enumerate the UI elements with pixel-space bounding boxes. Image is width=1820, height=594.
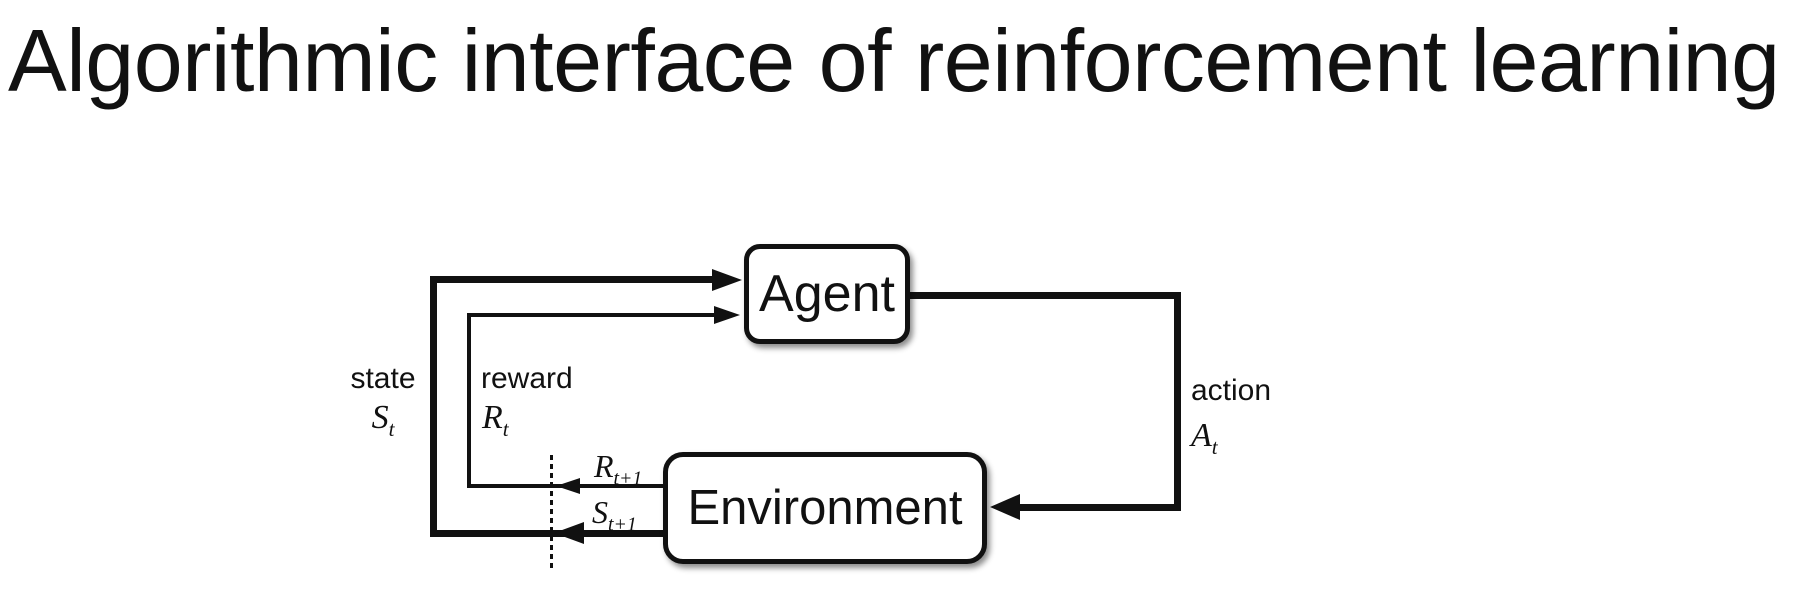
state-arrow-head xyxy=(712,269,742,291)
state-symbol-label: St xyxy=(371,399,395,441)
next-reward-arrow-head xyxy=(556,478,580,494)
reward-loop-vertical-line xyxy=(467,313,471,488)
action-top-line xyxy=(906,292,1181,299)
agent-box: Agent xyxy=(744,244,910,344)
next-state-label: St+1 xyxy=(592,494,637,536)
agent-label: Agent xyxy=(759,265,895,323)
timestep-dashed-line xyxy=(550,455,553,568)
action-vertical-line xyxy=(1174,292,1181,511)
slide-title: Algorithmic interface of reinforcement l… xyxy=(8,11,1780,110)
reward-symbol-label: Rt xyxy=(482,399,509,441)
next-state-arrow-head xyxy=(554,522,584,544)
next-reward-label: Rt+1 xyxy=(594,448,643,490)
environment-box: Environment xyxy=(663,452,987,564)
action-word-label: action xyxy=(1191,374,1272,407)
reward-loop-top-line xyxy=(467,313,718,317)
state-loop-top-line xyxy=(430,276,718,283)
action-arrow-head xyxy=(990,494,1020,520)
reward-word-label: reward xyxy=(481,362,573,395)
environment-label: Environment xyxy=(687,481,963,535)
reward-arrow-head xyxy=(714,306,740,324)
action-bottom-line xyxy=(1014,504,1181,511)
state-loop-vertical-line xyxy=(430,276,437,537)
state-word-label: state xyxy=(350,362,416,395)
action-symbol-label: At xyxy=(1191,417,1218,459)
